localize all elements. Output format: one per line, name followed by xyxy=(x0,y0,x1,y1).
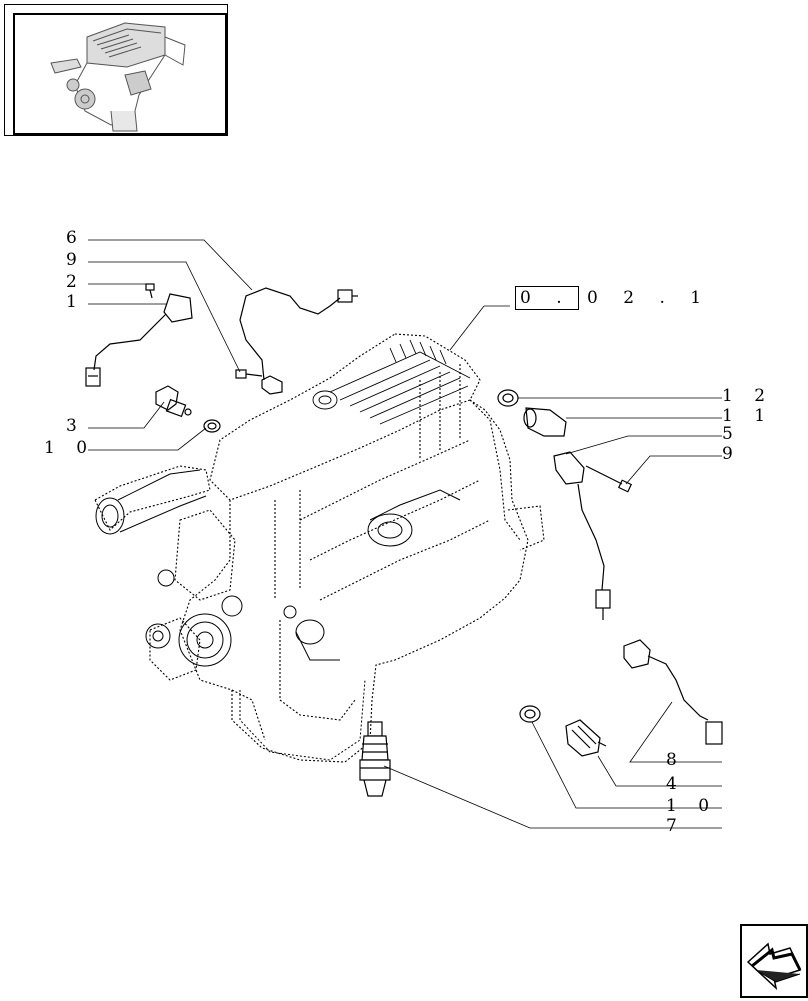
part-6-sensor xyxy=(239,287,358,395)
next-page-arrow-icon xyxy=(746,942,802,991)
callout-7: 7 xyxy=(666,816,685,836)
engine-block-outline xyxy=(94,333,545,763)
leader-lines xyxy=(88,239,722,829)
part-12-washer xyxy=(497,389,519,407)
callout-10-right: 1 0 xyxy=(666,796,718,816)
callout-1: 1 xyxy=(66,292,85,312)
turbocharger xyxy=(295,489,461,661)
callout-9-left: 9 xyxy=(66,250,85,270)
next-page-button[interactable] xyxy=(740,924,808,998)
part-3-sensor xyxy=(155,385,192,418)
part-11-sensor xyxy=(523,407,567,437)
callout-9-right: 9 xyxy=(722,444,741,464)
callout-12: 1 2 xyxy=(722,386,774,406)
front-pulleys xyxy=(145,569,297,667)
part-9-bolt-right xyxy=(585,465,633,493)
part-10-washer-right xyxy=(519,705,541,723)
callout-8: 8 xyxy=(666,750,685,770)
engine-thumbnail-icon xyxy=(50,22,186,132)
callout-6: 6 xyxy=(66,228,85,248)
part-7-sensor xyxy=(359,721,391,797)
part-4-sensor xyxy=(565,719,607,757)
callout-5: 5 xyxy=(722,424,741,444)
part-8-sensor xyxy=(623,639,723,745)
part-10-washer-left xyxy=(203,419,221,433)
callout-11: 1 1 xyxy=(722,406,774,426)
engine-thumbnail-frame xyxy=(4,4,228,136)
engine-thumbnail xyxy=(13,13,227,135)
oil-sump xyxy=(239,679,366,761)
callout-4: 4 xyxy=(666,774,685,794)
intake-elbow xyxy=(95,469,207,535)
reference-box xyxy=(515,286,579,310)
part-2-screw xyxy=(145,283,155,299)
part-1-sensor xyxy=(85,293,193,387)
cylinder-head xyxy=(312,339,471,425)
callout-3: 3 xyxy=(66,416,85,436)
callout-2: 2 xyxy=(66,272,85,292)
part-9-bolt-left xyxy=(235,369,263,379)
part-5-sensor xyxy=(553,451,611,620)
callout-10-left: 1 0 xyxy=(44,438,96,458)
reference-code: 0 . 0 2 . 1 xyxy=(520,288,712,308)
